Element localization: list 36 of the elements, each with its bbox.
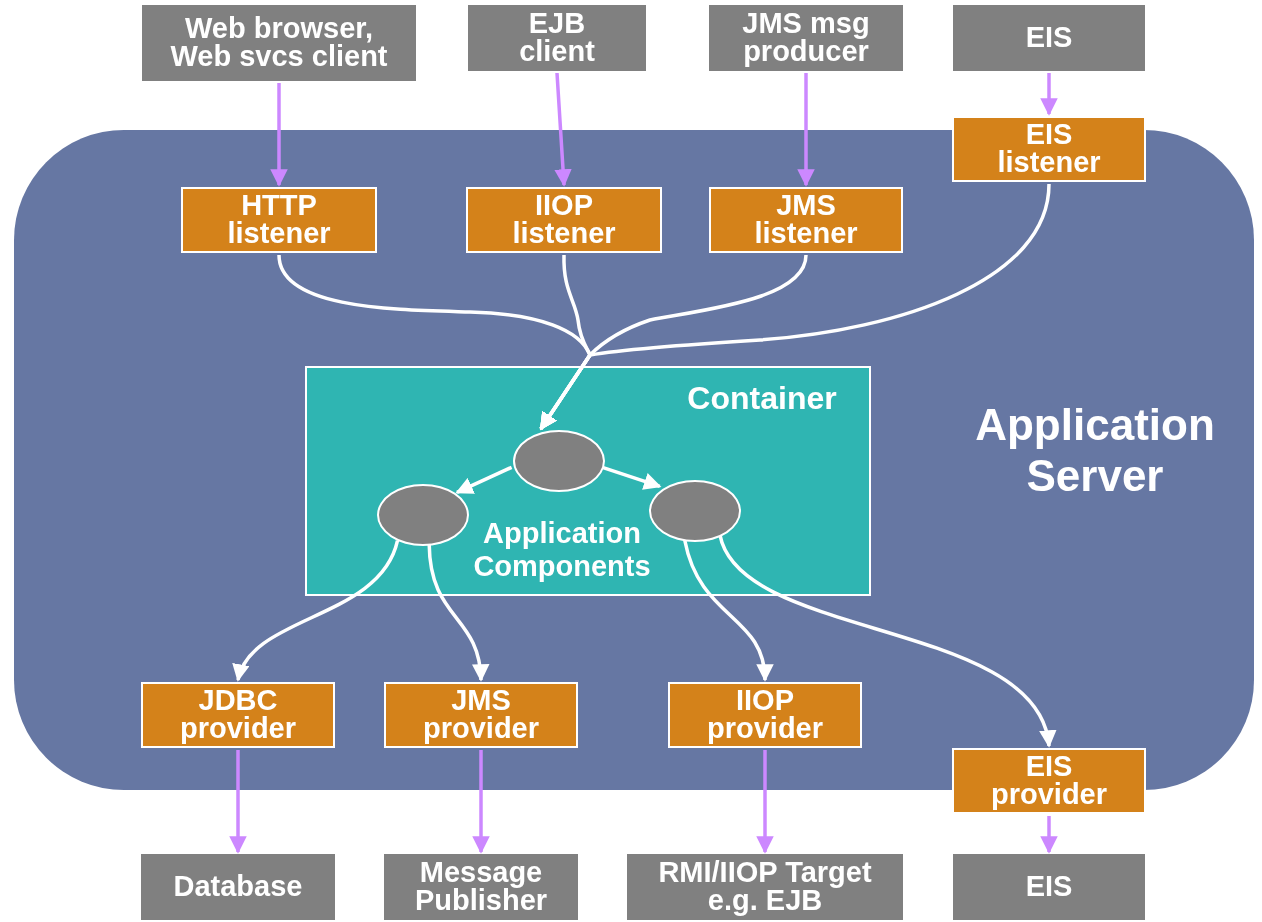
process-box: HTTP listener [181,187,377,253]
arrow [270,83,288,187]
arrow [1040,816,1058,854]
arrow [539,183,1051,431]
arrow [235,540,400,682]
endpoint-box: Web browser, Web svcs client [142,5,416,81]
endpoint-box: EJB client [468,5,646,71]
arrow [797,73,815,187]
arrow [427,544,489,682]
arrow [554,72,572,187]
endpoint-box: EIS [953,854,1145,920]
panel-title: Container [686,380,838,417]
arrow [229,750,247,854]
endpoint-box: JMS msg producer [709,5,903,71]
arrow [601,465,662,490]
endpoint-box: RMI/IIOP Target e.g. EJB [627,854,903,920]
process-box: IIOP provider [668,682,862,748]
component-circle [377,484,469,546]
arrow [718,534,1054,748]
endpoint-box: EIS [953,5,1145,71]
arrow [1040,73,1058,116]
process-box: JDBC provider [141,682,335,748]
process-box: EIS provider [952,748,1146,814]
arrow [472,750,490,854]
process-box: JMS listener [709,187,903,253]
container-panel [305,366,871,596]
process-box: EIS listener [952,116,1146,182]
panel-title: Application Server [974,400,1216,502]
arrow [455,465,513,494]
process-box: JMS provider [384,682,578,748]
arrow [756,750,774,854]
endpoint-box: Database [141,854,335,920]
process-box: IIOP listener [466,187,662,253]
endpoint-box: Message Publisher [384,854,578,920]
arrow [683,540,773,682]
panel-caption: Application Components [472,517,652,584]
